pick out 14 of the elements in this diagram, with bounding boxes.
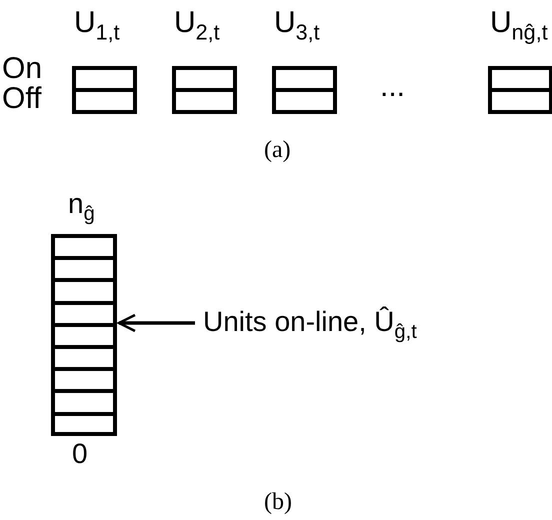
unit-label: U$_{2,t}$ bbox=[174, 8, 220, 44]
leader-arrow bbox=[118, 314, 195, 332]
stack-max-label: n$_{ĝ}$ bbox=[68, 190, 95, 224]
callout-text: Units on-line, Û$_{ĝ,t}$ bbox=[203, 308, 417, 342]
unit-label: U$_{3,t}$ bbox=[274, 8, 320, 44]
state-label: On bbox=[2, 54, 42, 84]
panel-caption: (a) bbox=[264, 138, 291, 162]
panel-caption: (b) bbox=[264, 490, 292, 514]
unit-label: U$_{1,t}$ bbox=[74, 8, 120, 44]
unit-stack-box bbox=[51, 234, 117, 436]
ellipsis-label: ... bbox=[380, 72, 406, 102]
stack-min-label: 0 bbox=[72, 440, 88, 468]
unit-label: U$_{nĝ,t}$ bbox=[490, 8, 548, 44]
state-label: Off bbox=[2, 84, 42, 114]
